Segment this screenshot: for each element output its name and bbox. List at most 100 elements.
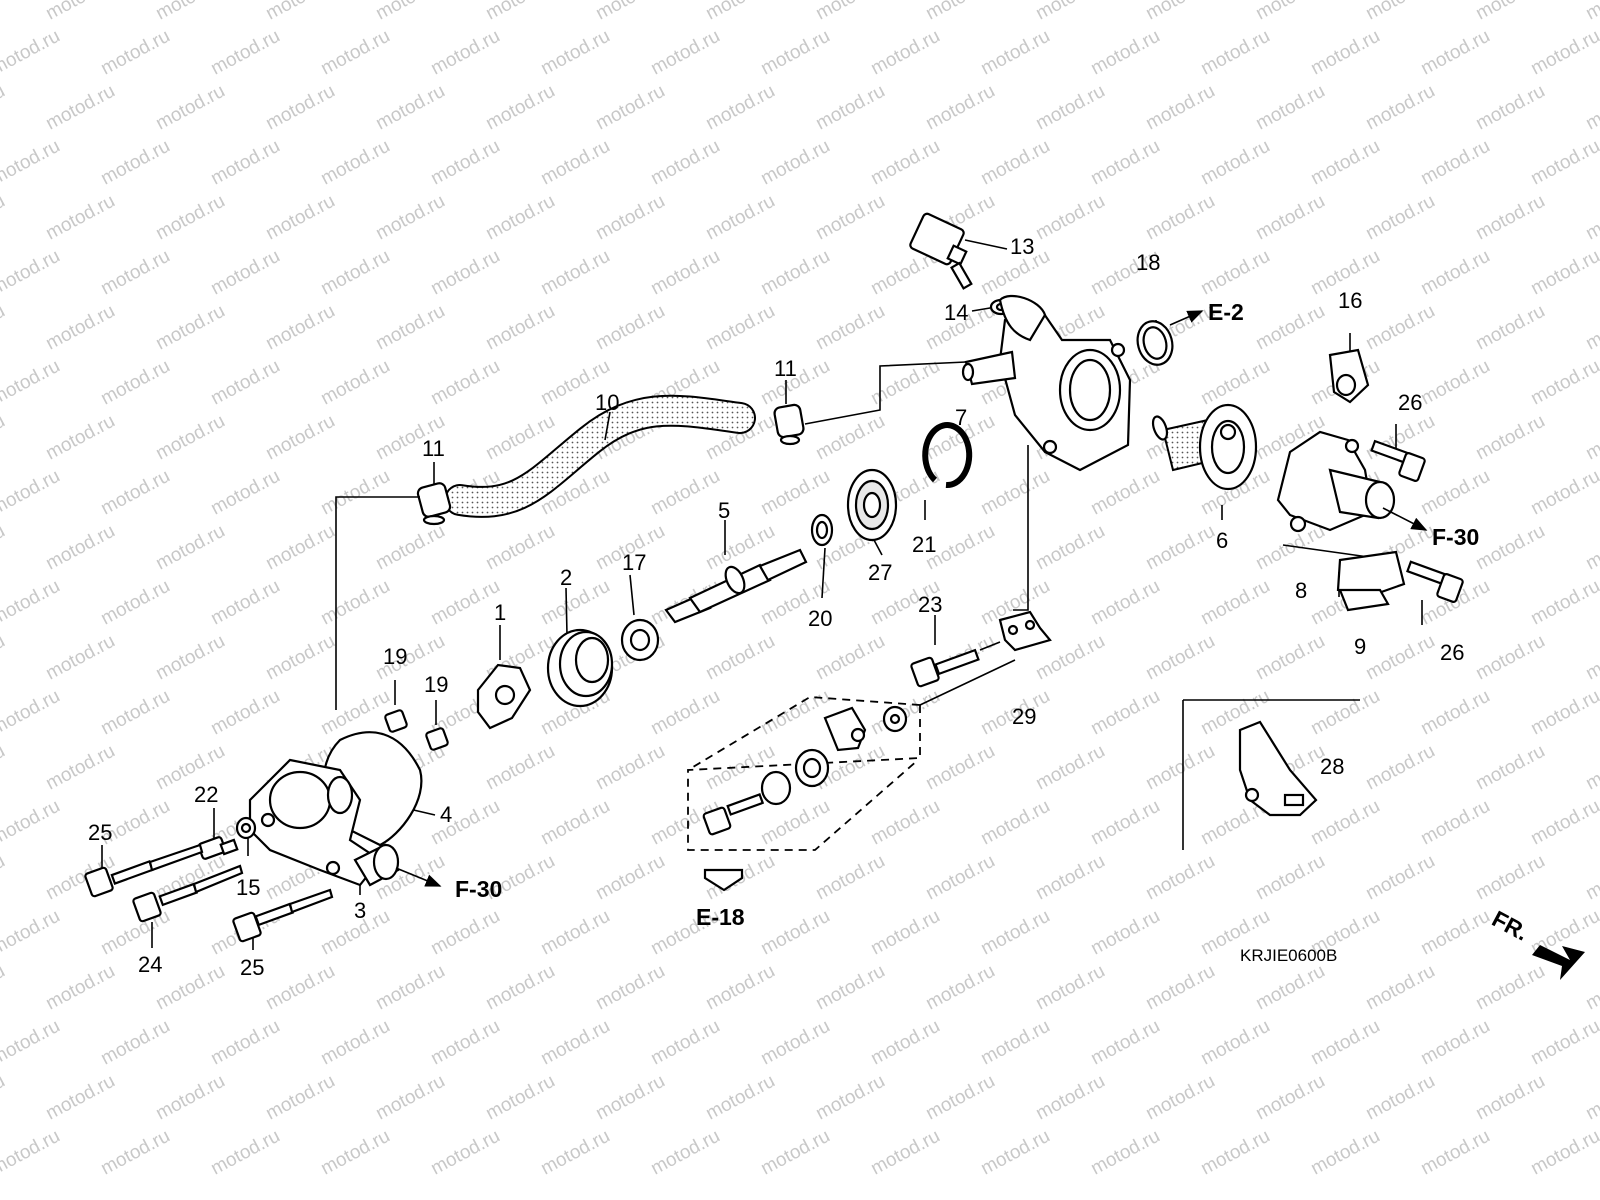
watermark-text: motod.ru <box>482 961 558 1015</box>
watermark-text: motod.ru <box>812 631 888 685</box>
watermark-text: motod.ru <box>922 0 998 24</box>
watermark-text: motod.ru <box>867 26 943 80</box>
callout-13: 13 <box>1010 234 1034 259</box>
watermark-text: motod.ru <box>1197 576 1273 630</box>
watermark-text: motod.ru <box>0 411 9 465</box>
callout-9: 9 <box>1354 634 1366 659</box>
watermark-text: motod.ru <box>1252 301 1328 355</box>
watermark-text: motod.ru <box>97 136 173 190</box>
callout-22: 22 <box>194 782 218 807</box>
watermark-text: motod.ru <box>702 0 778 24</box>
watermark-text: motod.ru <box>42 81 118 135</box>
watermark-text: motod.ru <box>372 1071 448 1125</box>
watermark-text: motod.ru <box>42 301 118 355</box>
watermark-text: motod.ru <box>317 466 393 520</box>
watermark-text: motod.ru <box>647 1016 723 1070</box>
watermark-text: motod.ru <box>207 356 283 410</box>
callout-7: 7 <box>955 405 967 430</box>
watermark-text: motod.ru <box>97 1126 173 1180</box>
watermark-text: motod.ru <box>1362 851 1438 905</box>
watermark-text: motod.ru <box>1362 631 1438 685</box>
watermark-text: motod.ru <box>1197 356 1273 410</box>
watermark-text: motod.ru <box>702 81 778 135</box>
watermark-text: motod.ru <box>42 0 118 24</box>
callout-21: 21 <box>912 532 936 557</box>
watermark-text: motod.ru <box>42 191 118 245</box>
watermark-text: motod.ru <box>757 246 833 300</box>
watermark-text: motod.ru <box>42 521 118 575</box>
watermark-text: motod.ru <box>207 1016 283 1070</box>
watermark-text: motod.ru <box>1032 191 1108 245</box>
watermark-text: motod.ru <box>152 411 228 465</box>
ref-e2: E-2 <box>1208 299 1244 325</box>
watermark-text: motod.ru <box>1197 26 1273 80</box>
watermark-text: motod.ru <box>1582 741 1600 795</box>
watermark-text: motod.ru <box>647 686 723 740</box>
watermark-text: motod.ru <box>97 466 173 520</box>
watermark-text: motod.ru <box>812 0 888 24</box>
watermark-text: motod.ru <box>537 1016 613 1070</box>
watermark-text: motod.ru <box>977 1126 1053 1180</box>
hose-clamp-11-left <box>416 482 452 526</box>
watermark-text: motod.ru <box>1032 0 1108 24</box>
watermark-text: motod.ru <box>592 741 668 795</box>
bolt-24 <box>132 864 244 923</box>
watermark-text: motod.ru <box>427 1126 503 1180</box>
watermark-text: motod.ru <box>757 906 833 960</box>
watermark-text: motod.ru <box>1362 81 1438 135</box>
watermark-text: motod.ru <box>1087 576 1163 630</box>
watermark-text: motod.ru <box>1362 961 1438 1015</box>
watermark-text: motod.ru <box>152 1071 228 1125</box>
watermark-text: motod.ru <box>1417 906 1493 960</box>
callout-19-right: 19 <box>424 672 448 697</box>
watermark-text: motod.ru <box>1527 686 1600 740</box>
mechanical-seal-17 <box>620 618 660 662</box>
callout-29: 29 <box>1012 704 1036 729</box>
watermark-text: motod.ru <box>1582 0 1600 24</box>
watermark-text: motod.ru <box>0 301 9 355</box>
watermark-text: motod.ru <box>1087 136 1163 190</box>
watermark-text: motod.ru <box>647 466 723 520</box>
thermostat-cover-8 <box>1276 430 1396 533</box>
ref-e18: E-18 <box>696 904 745 930</box>
watermark-text: motod.ru <box>0 0 9 24</box>
watermark-text: motod.ru <box>1527 1126 1600 1180</box>
circlip-21 <box>922 422 973 489</box>
watermark-text: motod.ru <box>702 301 778 355</box>
watermark-text: motod.ru <box>1142 851 1218 905</box>
callout-8: 8 <box>1295 578 1307 603</box>
watermark-text: motod.ru <box>702 961 778 1015</box>
watermark-text: motod.ru <box>702 191 778 245</box>
watermark-text: motod.ru <box>1142 191 1218 245</box>
watermark-text: motod.ru <box>1582 81 1600 135</box>
callout-numbers: 1 2 3 4 5 6 7 8 9 10 11 11 13 14 15 16 1… <box>88 234 1464 980</box>
ref-f30-left: F-30 <box>455 876 502 902</box>
watermark-text: motod.ru <box>537 906 613 960</box>
watermark-text: motod.ru <box>0 191 9 245</box>
watermark-text: motod.ru <box>1582 1071 1600 1125</box>
watermark-text: motod.ru <box>207 246 283 300</box>
watermark-text: motod.ru <box>812 81 888 135</box>
bolt-25-left <box>84 843 204 898</box>
watermark-text: motod.ru <box>1472 0 1548 24</box>
watermark-text: motod.ru <box>152 521 228 575</box>
watermark-text: motod.ru <box>592 191 668 245</box>
watermark-text: motod.ru <box>1417 1016 1493 1070</box>
watermark-text: motod.ru <box>317 1126 393 1180</box>
bolt-23 <box>910 648 980 688</box>
watermark-text: motod.ru <box>977 26 1053 80</box>
watermark-text: motod.ru <box>1252 81 1328 135</box>
callout-24: 24 <box>138 952 162 977</box>
watermark-text: motod.ru <box>427 906 503 960</box>
o-ring-18 <box>1136 320 1174 366</box>
watermark-text: motod.ru <box>867 1016 943 1070</box>
watermark-text: motod.ru <box>1197 1016 1273 1070</box>
watermark-text: motod.ru <box>1362 1071 1438 1125</box>
watermark-text: motod.ru <box>152 81 228 135</box>
callout-25-left: 25 <box>88 820 112 845</box>
watermark-text: motod.ru <box>262 521 338 575</box>
watermark-text: motod.ru <box>647 1126 723 1180</box>
pump-seal-2 <box>546 628 614 708</box>
watermark-text: motod.ru <box>1087 796 1163 850</box>
